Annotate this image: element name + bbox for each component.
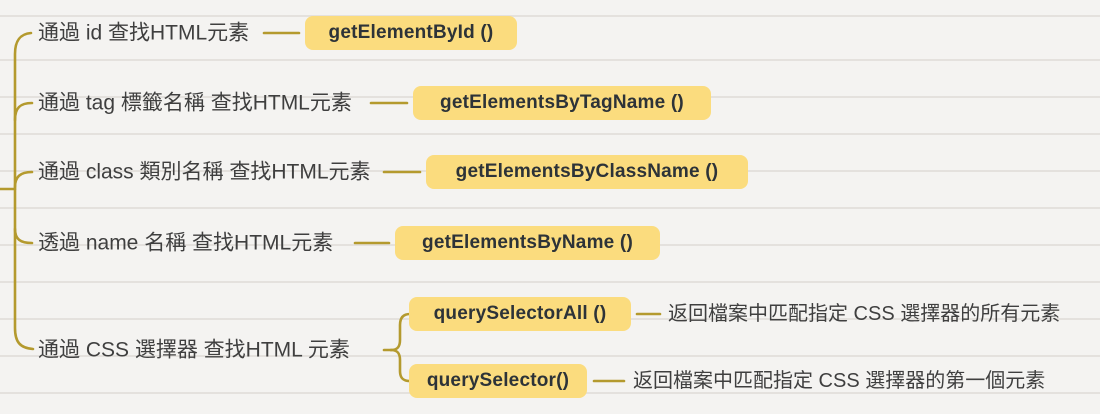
method-node-getelementsbyname[interactable]: getElementsByName () (395, 226, 660, 260)
branch-label-class[interactable]: 通過 class 類別名稱 查找HTML元素 (38, 160, 371, 184)
branch-label-name[interactable]: 透過 name 名稱 查找HTML元素 (38, 231, 334, 255)
fork-down (389, 348, 412, 383)
method-node-queryselectorall[interactable]: querySelectorAll () (409, 297, 631, 331)
method-node-getelementbyid[interactable]: getElementById () (305, 16, 517, 50)
trunk-connector (13, 31, 35, 351)
fork-up (389, 312, 412, 352)
branch-4-connector (13, 227, 34, 245)
branch-2-connector (13, 101, 34, 122)
description-queryselector: 返回檔案中匹配指定 CSS 選擇器的第一個元素 (633, 370, 1046, 392)
method-node-getelementsbytagname[interactable]: getElementsByTagName () (413, 86, 711, 120)
method-node-getelementsbyclassname[interactable]: getElementsByClassName () (426, 155, 748, 189)
branch-label-id[interactable]: 通過 id 查找HTML元素 (38, 21, 250, 45)
description-queryselectorall: 返回檔案中匹配指定 CSS 選擇器的所有元素 (668, 303, 1061, 325)
branch-3-connector (13, 170, 34, 189)
branch-label-css-selector[interactable]: 通過 CSS 選擇器 查找HTML 元素 (38, 338, 350, 362)
method-node-queryselector[interactable]: querySelector() (409, 364, 587, 398)
branch-label-tag[interactable]: 通過 tag 標籤名稱 查找HTML元素 (38, 91, 352, 115)
